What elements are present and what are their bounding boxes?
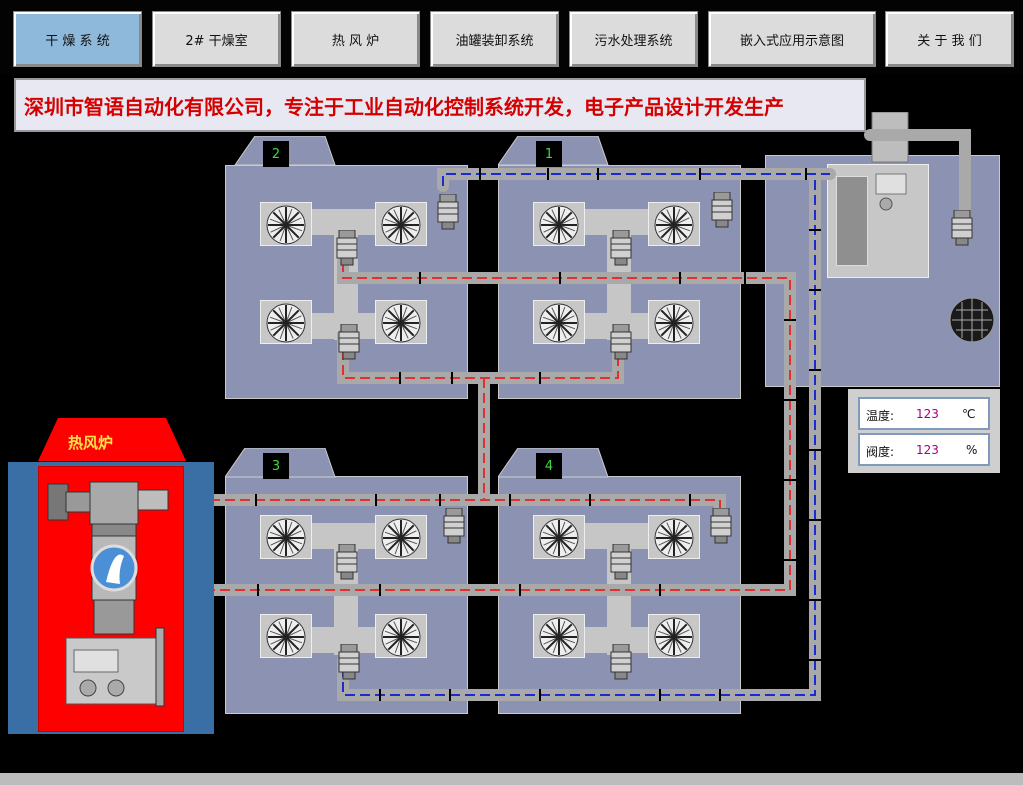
tab-hot-air-furnace[interactable]: 热 风 炉 (291, 11, 420, 67)
tab-embedded-diagram[interactable]: 嵌入式应用示意图 (708, 11, 876, 67)
damper-valve-icon (610, 643, 632, 684)
exhaust-fan-icon (533, 202, 585, 246)
exhaust-fan-icon (533, 515, 585, 559)
exhaust-fan-icon (648, 202, 700, 246)
damper-valve-icon (610, 543, 632, 584)
exhaust-fan-icon (533, 614, 585, 658)
status-bar (0, 773, 1023, 785)
damper-valve-icon (443, 507, 465, 548)
humidity-value: 123 (916, 443, 939, 457)
exhaust-fan-icon (260, 300, 312, 344)
damper-valve-icon (610, 229, 632, 270)
furnace-roof (38, 418, 186, 461)
temperature-label: 温度: (866, 409, 895, 423)
exhaust-fan-icon (375, 614, 427, 658)
temperature-readout: 温度: 123 ℃ (858, 397, 990, 430)
tab-wastewater-system[interactable]: 污水处理系统 (569, 11, 698, 67)
damper-valve-icon (437, 193, 459, 234)
exhaust-fan-icon (260, 614, 312, 658)
exhaust-fan-icon (375, 515, 427, 559)
room-2-number: 2 (263, 141, 289, 167)
exhaust-fan-icon (648, 614, 700, 658)
tab-oil-tank-system[interactable]: 油罐装卸系统 (430, 11, 559, 67)
blower-panel (836, 176, 868, 266)
damper-valve-icon (711, 191, 733, 232)
room-1-number: 1 (536, 141, 562, 167)
damper-valve-icon (610, 323, 632, 364)
tab-about-us[interactable]: 关 于 我 们 (885, 11, 1014, 67)
damper-valve-icon (338, 323, 360, 364)
room-4-number: 4 (536, 453, 562, 479)
humidity-label: 阀度: (866, 445, 895, 459)
furnace-title: 热风炉 (68, 434, 114, 452)
exhaust-fan-icon (260, 515, 312, 559)
top-nav-bar: 干 燥 系 统 2# 干燥室 热 风 炉 油罐装卸系统 污水处理系统 嵌入式应用… (0, 0, 1023, 74)
room-3-number: 3 (263, 453, 289, 479)
temperature-unit: ℃ (962, 407, 976, 421)
tab-drying-room-2[interactable]: 2# 干燥室 (152, 11, 281, 67)
furnace-burner-icon (47, 481, 169, 707)
exhaust-fan-icon (260, 202, 312, 246)
damper-valve-icon (951, 209, 973, 250)
exhaust-fan-icon (533, 300, 585, 344)
humidity-readout: 阀度: 123 % (858, 433, 990, 466)
damper-valve-icon (336, 229, 358, 270)
humidity-unit: % (966, 443, 978, 457)
damper-valve-icon (338, 643, 360, 684)
exhaust-grille-icon (949, 297, 995, 343)
damper-valve-icon (336, 543, 358, 584)
tab-drying-system[interactable]: 干 燥 系 统 (13, 11, 142, 67)
exhaust-fan-icon (648, 515, 700, 559)
temperature-value: 123 (916, 407, 939, 421)
exhaust-fan-icon (375, 300, 427, 344)
exhaust-fan-icon (375, 202, 427, 246)
exhaust-fan-icon (648, 300, 700, 344)
damper-valve-icon (710, 507, 732, 548)
company-banner: 深圳市智语自动化有限公司，专注于工业自动化控制系统开发，电子产品设计开发生产 (14, 78, 866, 132)
